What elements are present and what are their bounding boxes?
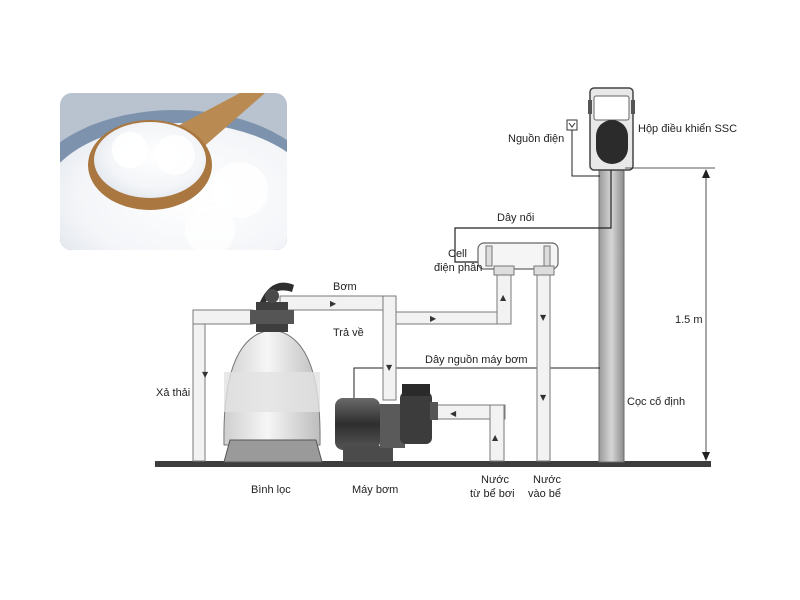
height-dimension xyxy=(625,167,715,461)
connect-cable xyxy=(454,170,612,263)
drain-pipe xyxy=(192,309,206,462)
label-filter: Bình lọc xyxy=(251,484,291,496)
label-pump: Máy bơm xyxy=(352,484,398,496)
label-water-to-line1: Nước xyxy=(533,474,562,486)
svg-text:◀: ◀ xyxy=(450,409,457,418)
salt-spoon-photo xyxy=(60,93,287,250)
label-height: 1.5 m xyxy=(675,314,703,326)
svg-text:▼: ▼ xyxy=(540,393,547,402)
label-water-from-line1: Nước xyxy=(481,474,510,486)
flow-arrow-icon: ▼ ▶ ▼ ▶ ▲ ▼ ▼ ▲ ◀ xyxy=(202,293,547,442)
power-socket-icon xyxy=(566,119,600,177)
label-water-from-line2: từ bể bơi xyxy=(470,488,515,500)
label-water-to-line2: vào bể xyxy=(528,488,561,500)
svg-text:▲: ▲ xyxy=(492,433,499,442)
label-controller: Hộp điều khiển SSC xyxy=(638,123,737,135)
svg-text:▼: ▼ xyxy=(540,313,547,322)
drain-pipe-top xyxy=(192,309,254,325)
sand-filter-tank xyxy=(223,282,323,463)
svg-text:▲: ▲ xyxy=(500,293,507,302)
pool-suction-pipe-down xyxy=(489,404,505,462)
svg-text:▶: ▶ xyxy=(430,314,437,323)
svg-text:▼: ▼ xyxy=(202,370,209,379)
svg-text:▶: ▶ xyxy=(330,299,337,308)
label-suction: Bơm xyxy=(333,281,357,293)
label-cell-line1: Cell xyxy=(448,248,467,260)
pump-machine xyxy=(335,384,438,462)
label-drain: Xả thải xyxy=(156,387,190,399)
label-power-source: Nguồn điện xyxy=(508,133,564,145)
suction-pipe-down xyxy=(382,295,397,401)
ground-line xyxy=(155,461,711,467)
ssc-controller-box xyxy=(588,87,635,171)
label-post: Cọc cố định xyxy=(627,396,685,408)
label-pump-cable: Dây nguồn máy bơm xyxy=(425,354,528,366)
pool-return-pipe xyxy=(536,271,551,462)
label-return: Trả về xyxy=(333,327,364,339)
pump-power-cable xyxy=(353,367,600,400)
svg-text:▼: ▼ xyxy=(386,363,393,372)
electrolytic-cell xyxy=(477,242,559,276)
label-connect-cable: Dây nối xyxy=(497,212,534,224)
label-cell-line2: điện phân xyxy=(434,262,482,274)
return-pipe xyxy=(395,311,512,325)
